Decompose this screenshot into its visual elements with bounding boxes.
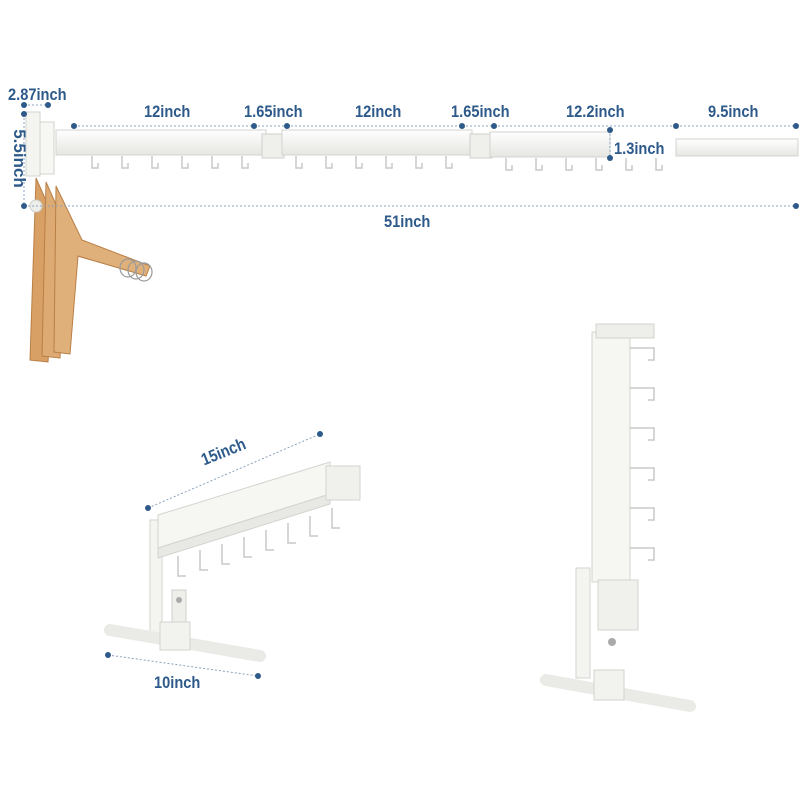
dimension-arm-3: 12.2inch — [566, 102, 625, 121]
dimension-base-width: 10inch — [154, 673, 201, 692]
dimension-arm-1: 12inch — [144, 102, 191, 121]
dimension-arm-2: 12inch — [355, 102, 402, 121]
dimension-lines — [21, 102, 799, 209]
dimension-bracket-height: 5.5inch — [9, 129, 29, 188]
hinge-joint-2 — [469, 133, 493, 159]
hook-row — [91, 156, 663, 171]
dimension-total-length: 51inch — [384, 212, 431, 231]
vertical-stored-view — [540, 323, 696, 712]
extended-rack-view — [25, 111, 799, 363]
dimension-bracket-width: 2.87inch — [8, 85, 67, 104]
dimension-joint-2: 1.65inch — [451, 102, 510, 121]
hinge-joint-1 — [261, 133, 285, 159]
folded-rack-view — [104, 431, 361, 679]
wooden-hangers — [29, 177, 153, 363]
arm-segment-2 — [281, 129, 473, 156]
arm-segment-3 — [489, 131, 611, 158]
dimension-joint-1: 1.65inch — [244, 102, 303, 121]
dimension-end-rod: 9.5inch — [708, 102, 759, 121]
arm-segment-1 — [55, 129, 267, 156]
dimension-tip-height: 1.3inch — [614, 139, 665, 158]
end-rod — [675, 138, 799, 157]
